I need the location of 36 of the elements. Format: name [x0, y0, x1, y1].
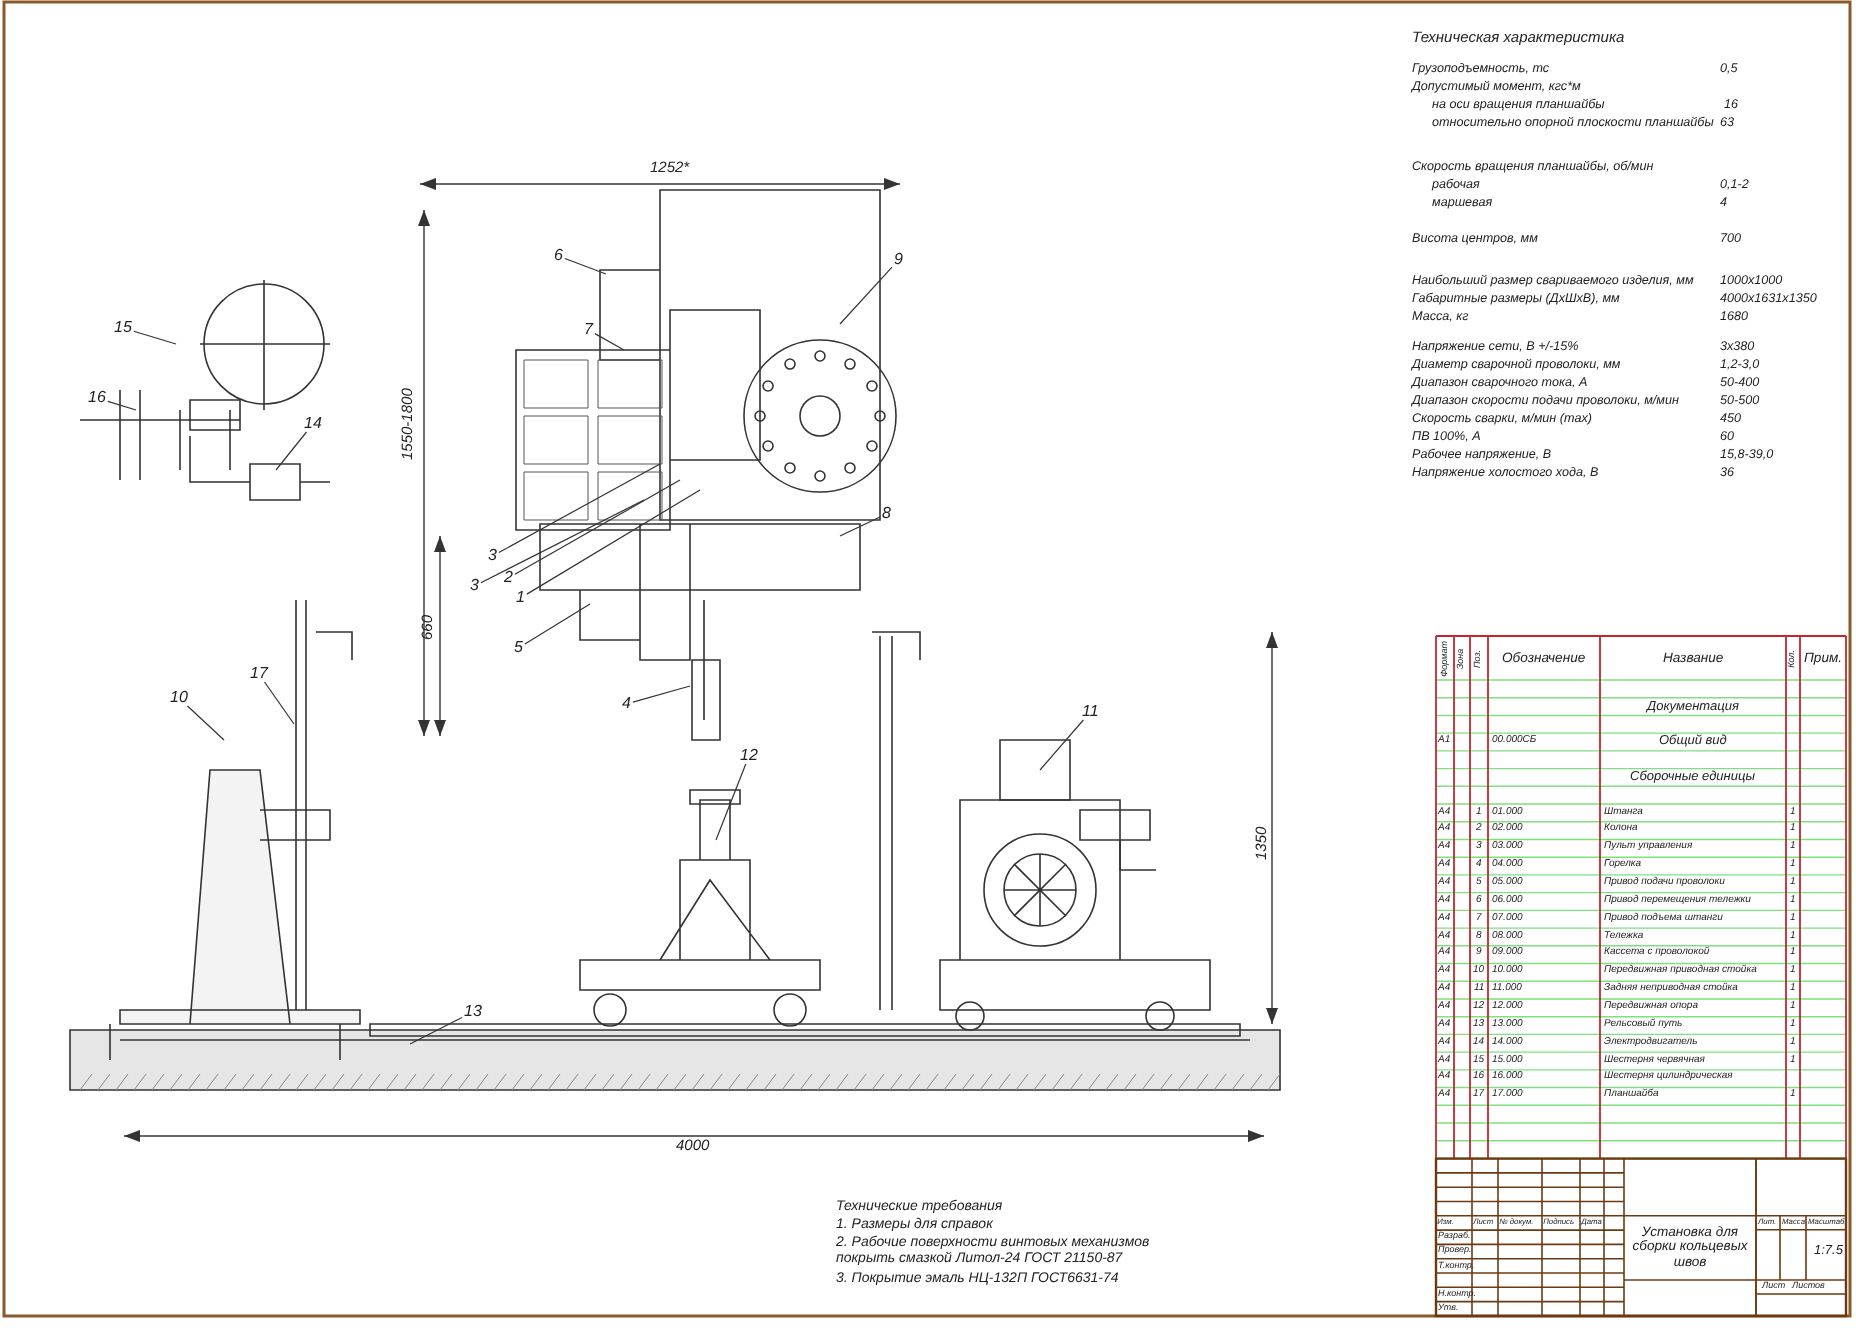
callout-number: 7: [582, 322, 595, 338]
callout-number: 14: [302, 416, 324, 432]
leader-line: [526, 489, 701, 595]
callout-number: 13: [462, 1004, 484, 1020]
leader-line: [839, 516, 881, 537]
leader-line: [715, 763, 747, 841]
leader-line: [480, 499, 645, 584]
callout-number: 5: [512, 640, 525, 656]
callout-number: 17: [248, 666, 270, 682]
leader-line: [409, 1016, 463, 1045]
leader-line: [133, 330, 177, 345]
callout-number: 16: [86, 390, 108, 406]
leader-line: [275, 431, 308, 471]
leader-line: [524, 603, 591, 645]
callout-number: 12: [738, 748, 760, 764]
leader-line: [594, 333, 625, 351]
leader-line: [186, 705, 225, 741]
callout-number: 3: [468, 578, 481, 594]
callout-number: 15: [112, 320, 134, 336]
callout-number: 3: [486, 548, 499, 564]
leader-line: [564, 257, 607, 275]
leader-line: [514, 479, 681, 575]
callout-number: 2: [502, 570, 515, 586]
callout-number: 6: [552, 248, 565, 264]
leader-line: [632, 685, 691, 703]
leader-line: [1039, 719, 1084, 771]
callout-number: 4: [620, 696, 633, 712]
leader-line: [839, 266, 893, 325]
leader-line: [498, 463, 661, 554]
leader-line: [107, 400, 137, 411]
callout-number: 9: [892, 252, 905, 268]
callout-number: 10: [168, 690, 190, 706]
callout-number: 8: [880, 506, 893, 522]
leader-line: [263, 681, 295, 725]
callout-number: 1: [514, 590, 527, 606]
callout-number: 11: [1080, 704, 1101, 720]
